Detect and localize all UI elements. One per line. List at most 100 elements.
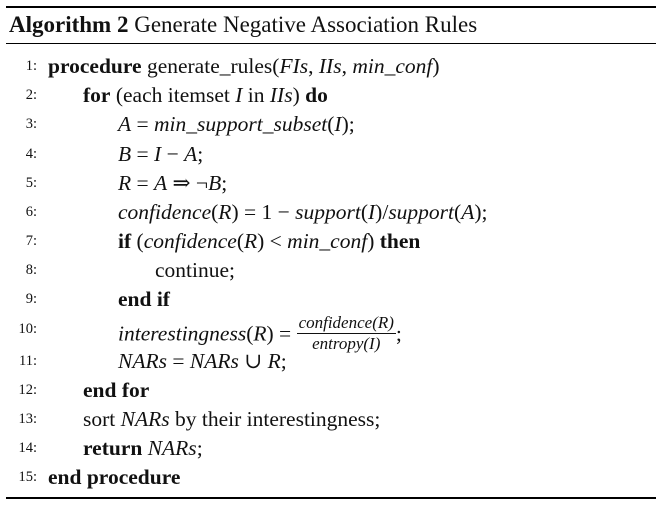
code-text: ) <: [257, 229, 288, 253]
math-symbol: R: [253, 321, 267, 346]
math-symbol: B: [118, 141, 132, 166]
math-symbol: I: [368, 200, 376, 224]
line-number: 5:: [25, 174, 37, 191]
line-number: 15:: [18, 469, 37, 485]
line-number: 1:: [25, 58, 37, 74]
code-text: sort: [83, 407, 121, 431]
keyword: end for: [83, 378, 150, 402]
line-code: sort NARs by their interestingness;: [83, 405, 380, 433]
line-code: procedure generate_rules(FIs, IIs, min_c…: [48, 52, 440, 80]
code-text: =: [131, 170, 155, 195]
code-text: ;: [395, 321, 402, 346]
algorithm-label: Algorithm 2: [9, 12, 129, 37]
math-symbol: A: [118, 112, 132, 136]
math-symbol: min_support_subset: [154, 112, 328, 136]
algorithm-caption: Algorithm 2 Generate Negative Associatio…: [9, 11, 477, 39]
keyword: procedure: [48, 54, 142, 78]
code-text: ,: [341, 54, 353, 78]
line-number: 10:: [18, 321, 37, 337]
math-symbol: R: [118, 170, 132, 195]
line-number: 13:: [18, 411, 37, 427]
caption-rule: [6, 43, 656, 44]
code-text: =: [131, 141, 155, 166]
line-number: 12:: [18, 382, 37, 398]
line-number: 11:: [19, 353, 37, 369]
keyword: end procedure: [48, 465, 181, 489]
math-symbol: IIs: [269, 82, 293, 107]
code-text: );: [474, 200, 488, 224]
bottom-rule: [6, 497, 656, 499]
keyword: return: [83, 436, 143, 460]
code-text: );: [341, 112, 355, 136]
line-code: for (each itemset I in IIs) do: [83, 81, 328, 109]
line-number: 8:: [25, 262, 37, 278]
line-number: 6:: [25, 204, 37, 220]
keyword: do: [305, 82, 328, 107]
code-text: ;: [196, 436, 203, 460]
line-number: 3:: [25, 116, 37, 132]
line-code: if (confidence(R) < min_conf) then: [118, 227, 420, 255]
math-symbol: interestingness: [118, 321, 247, 346]
keyword: end if: [118, 287, 170, 311]
math-symbol: confidence: [143, 229, 237, 253]
code-text: −: [161, 141, 185, 166]
math-symbol: I: [334, 112, 342, 136]
math-symbol: NARs: [118, 349, 167, 373]
code-text: (: [454, 200, 462, 224]
math-symbol: B: [208, 170, 222, 195]
math-symbol: R: [218, 200, 232, 224]
code-text: ;: [280, 349, 287, 373]
code-text: ) = 1 −: [231, 200, 296, 224]
code-text: generate_rules(: [141, 54, 280, 78]
code-text: ): [367, 229, 380, 253]
code-text: ,: [308, 54, 319, 78]
line-code: R = A ⇒ ¬B;: [118, 169, 227, 197]
line-code: confidence(R) = 1 − support(I)/support(A…: [118, 198, 487, 226]
code-text: )/: [375, 200, 389, 224]
line-code: end procedure: [48, 463, 180, 491]
code-text: =: [166, 349, 190, 373]
fraction: confidence(R)entropy(I): [296, 313, 396, 354]
line-number: 7:: [25, 233, 37, 249]
line-code: B = I − A;: [118, 140, 203, 168]
math-symbol: FIs: [279, 54, 309, 78]
math-symbol: support: [388, 200, 455, 224]
line-code: continue;: [155, 256, 235, 284]
line-code: NARs = NARs ∪ R;: [118, 347, 287, 375]
line-code: end if: [118, 285, 170, 313]
math-symbol: I: [154, 141, 162, 166]
math-symbol: A: [154, 170, 168, 195]
math-symbol: min_conf: [287, 229, 368, 253]
fraction-denominator: entropy(I): [312, 334, 381, 353]
math-symbol: confidence: [118, 200, 212, 224]
math-symbol: R: [267, 349, 281, 373]
code-text: continue;: [155, 258, 236, 282]
line-code: interestingness(R) = confidence(R)entrop…: [118, 313, 402, 356]
math-symbol: NARs: [147, 436, 197, 460]
code-text: (: [131, 229, 144, 253]
math-symbol: IIs: [318, 54, 342, 78]
math-symbol: I: [235, 82, 243, 107]
top-rule: [6, 6, 656, 8]
fraction-numerator: confidence(R): [296, 313, 396, 334]
math-symbol: support: [295, 200, 361, 224]
keyword: for: [83, 82, 111, 107]
code-text: ): [432, 54, 440, 78]
code-text: in: [242, 82, 270, 107]
math-symbol: R: [243, 229, 258, 253]
math-symbol: A: [461, 200, 475, 224]
code-text: (: [327, 112, 335, 136]
code-text: (: [246, 321, 254, 346]
code-text: ⇒ ¬: [167, 170, 209, 195]
code-text: by their interestingness;: [169, 407, 381, 431]
code-text: ): [292, 82, 306, 107]
math-symbol: min_conf: [352, 54, 433, 78]
code-text: (each itemset: [110, 82, 236, 107]
code-text: ;: [221, 170, 228, 195]
line-number: 9:: [25, 291, 37, 307]
math-symbol: NARs: [189, 349, 239, 373]
math-symbol: NARs: [120, 407, 170, 431]
line-number: 14:: [18, 440, 37, 456]
code-text: (: [236, 229, 244, 253]
